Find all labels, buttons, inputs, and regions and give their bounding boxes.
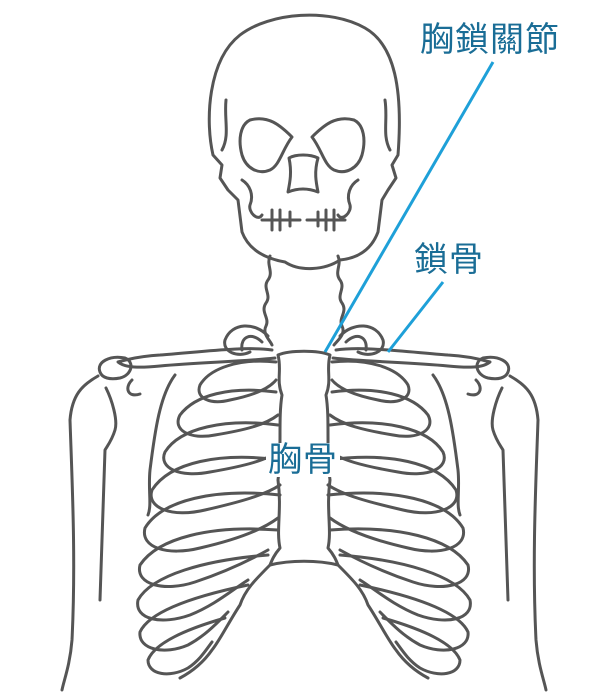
label-clavicle: 鎖骨 bbox=[414, 240, 484, 280]
skull bbox=[207, 13, 401, 270]
leader-line-sternoclavicular-joint bbox=[323, 61, 495, 353]
rib-cage-left bbox=[136, 359, 282, 680]
label-sternoclavicular-joint: 胸鎖關節 bbox=[420, 20, 560, 60]
upper-ribs bbox=[223, 324, 385, 356]
leader-line-clavicle bbox=[386, 281, 445, 353]
clavicles bbox=[116, 347, 492, 369]
label-sternum: 胸骨 bbox=[266, 440, 340, 480]
shoulders bbox=[60, 355, 548, 692]
rib-cage-right bbox=[326, 359, 472, 680]
